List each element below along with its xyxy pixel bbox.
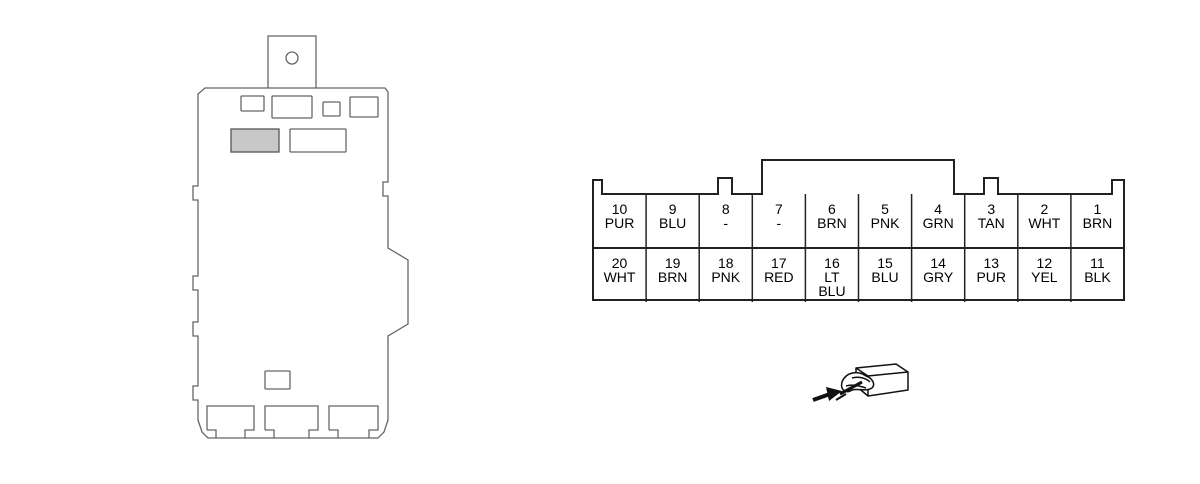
pin-number: 6: [828, 201, 836, 217]
mounting-hole: [285, 51, 299, 65]
pin-number: 8: [722, 201, 730, 217]
pin-wire-color: PNK: [871, 215, 900, 231]
bottom-connector-1: [206, 405, 255, 438]
pin-number: 2: [1040, 201, 1048, 217]
slot-top-3: [322, 101, 341, 117]
pin-wire-color: PUR: [976, 269, 1006, 285]
slot-highlighted: [230, 128, 280, 153]
pin-number: 3: [987, 201, 995, 217]
mounting-tab: [267, 35, 317, 88]
pin-wire-color: BLU: [659, 215, 686, 231]
pin-wire-color: GRY: [923, 269, 954, 285]
pin-wire-color: BLU: [871, 269, 898, 285]
pin-wire-color: TAN: [978, 215, 1005, 231]
pin-number: 14: [930, 255, 946, 271]
pin-number: 12: [1037, 255, 1053, 271]
slot-bottom-small: [264, 370, 291, 390]
bottom-connector-2: [264, 405, 319, 438]
pin-wire-color: YEL: [1031, 269, 1058, 285]
fuse-box-body: [192, 87, 409, 439]
pin-wire-color: LT: [824, 269, 840, 285]
pin-number: 20: [612, 255, 628, 271]
connector-outline: [592, 159, 1125, 301]
pin-wire-color: PNK: [711, 269, 740, 285]
connector-cells: 10PUR9BLU8-7-6BRN5PNK4GRN3TAN2WHT1BRN20W…: [604, 194, 1113, 302]
pin-number: 15: [877, 255, 893, 271]
pin-wire-color: BRN: [817, 215, 847, 231]
pin-wire-color: BLU: [818, 283, 845, 299]
pin-wire-color: -: [723, 215, 728, 231]
slot-top-2: [271, 95, 313, 119]
pin-number: 13: [983, 255, 999, 271]
pin-number: 16: [824, 255, 840, 271]
pin-wire-color: WHT: [1028, 215, 1060, 231]
pin-number: 9: [669, 201, 677, 217]
pin-number: 19: [665, 255, 681, 271]
slot-top-1: [240, 95, 265, 112]
pin-wire-color: GRN: [923, 215, 954, 231]
pin-number: 4: [934, 201, 942, 217]
pin-number: 17: [771, 255, 787, 271]
pin-number: 7: [775, 201, 783, 217]
pin-wire-color: BRN: [658, 269, 688, 285]
slot-top-4: [349, 96, 379, 118]
pin-wire-color: RED: [764, 269, 794, 285]
pin-wire-color: WHT: [604, 269, 636, 285]
pin-wire-color: PUR: [605, 215, 635, 231]
pin-number: 10: [612, 201, 628, 217]
pin-number: 5: [881, 201, 889, 217]
bottom-connector-3: [328, 405, 379, 438]
pin-number: 11: [1090, 255, 1105, 271]
pin-number: 1: [1094, 201, 1102, 217]
slot-mid: [289, 128, 347, 153]
pin-number: 18: [718, 255, 734, 271]
pin-wire-color: BRN: [1083, 215, 1113, 231]
pin-wire-color: BLK: [1084, 269, 1111, 285]
pin-wire-color: -: [777, 215, 782, 231]
